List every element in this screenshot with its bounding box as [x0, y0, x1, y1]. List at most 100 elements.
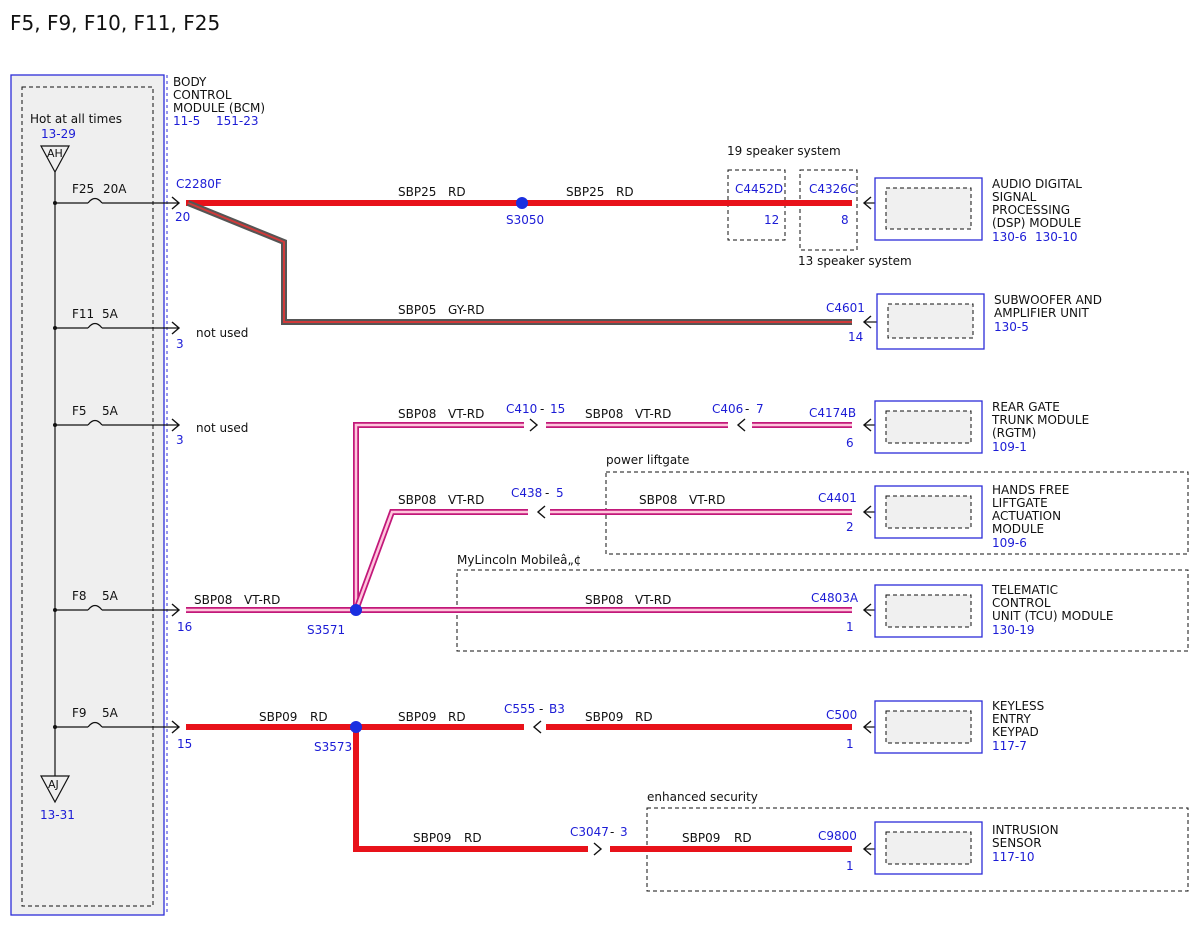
connector-c406-pin: 7: [756, 402, 764, 416]
connector-c500-pin: 1: [846, 737, 854, 751]
wire-sbp08-main-color: VT-RD: [244, 593, 280, 607]
wire-sbp08-hfl-a-color: VT-RD: [448, 493, 484, 507]
module-sub-line1: SUBWOOFER AND: [994, 293, 1102, 307]
c438-arrow-icon: [536, 505, 546, 519]
triangle-ah-label: AH: [47, 147, 63, 160]
connector-c4174b: C4174B: [809, 406, 856, 420]
splice-s3573-dot: [350, 721, 362, 733]
wire-sbp08-hfl-a-stripe: [354, 510, 528, 611]
connector-c406: C406: [712, 402, 743, 416]
page-title: F5, F9, F10, F11, F25: [10, 11, 220, 35]
wire-sbp09-intrusion-a: SBP09: [413, 831, 451, 845]
wire-sbp05-stripe: [187, 202, 852, 323]
module-intrusion-line2: SENSOR: [992, 836, 1042, 850]
fuse-f5-name: F5: [72, 404, 87, 418]
fuse-icon: [87, 419, 103, 426]
connector-c500: C500: [826, 708, 857, 722]
module-dsp-ref2: 130-10: [1035, 230, 1078, 244]
module-dsp-line1: AUDIO DIGITAL: [992, 177, 1082, 191]
connector-c3047-dash: -: [610, 825, 614, 839]
module-tcu-line3: UNIT (TCU) MODULE: [992, 609, 1114, 623]
module-tcu: TELEMATIC CONTROL UNIT (TCU) MODULE 130-…: [862, 583, 1114, 638]
module-dsp-line3: PROCESSING: [992, 203, 1070, 217]
module-keypad-line3: KEYPAD: [992, 725, 1039, 739]
bcm-name-line2: CONTROL: [173, 88, 232, 102]
module-rgtm-line2: TRUNK MODULE: [991, 413, 1089, 427]
module-tcu-line2: CONTROL: [992, 596, 1051, 610]
wire-sbp09-intrusion-b: SBP09: [682, 831, 720, 845]
arrow-icon: [171, 321, 181, 335]
wire-sbp09-keypad-a-color: RD: [448, 710, 466, 724]
wire-sbp08-rgtm-a-stripe: [354, 423, 524, 610]
connector-c4803a: C4803A: [811, 591, 859, 605]
connector-c555-dash: -: [539, 702, 543, 716]
module-dsp-ref1: 130-6: [992, 230, 1027, 244]
fuse-f25-rating: 20A: [103, 182, 127, 196]
not-used-f5: not used: [196, 421, 248, 435]
fuse-icon: [87, 322, 103, 329]
wire-sbp09-intrusion-a-color: RD: [464, 831, 482, 845]
wire-sbp05-color: GY-RD: [448, 303, 485, 317]
wire-sbp25-b-color: RD: [616, 185, 634, 199]
module-rgtm: REAR GATE TRUNK MODULE (RGTM) 109-1: [862, 400, 1089, 454]
connector-c410-pin: 15: [550, 402, 565, 416]
fuse-f11-name: F11: [72, 307, 94, 321]
bcm-name-line3: MODULE (BCM): [173, 101, 265, 115]
hot-ref: 13-29: [41, 127, 76, 141]
wire-sbp08-rgtm-a: [353, 422, 524, 610]
connector-c4803a-pin: 1: [846, 620, 854, 634]
wire-sbp09-keypad-b-color: RD: [635, 710, 653, 724]
wire-sbp09-intrusion-b-color: RD: [734, 831, 752, 845]
option-19-speaker-label: 19 speaker system: [727, 144, 841, 158]
wire-sbp08-rgtm-a-color: VT-RD: [448, 407, 484, 421]
connector-c4452d: C4452D: [735, 182, 783, 196]
module-rgtm-line3: (RGTM): [992, 426, 1036, 440]
wire-sbp25-b: SBP25: [566, 185, 604, 199]
option-enhanced-security-label: enhanced security: [647, 790, 758, 804]
module-hfl: HANDS FREE LIFTGATE ACTUATION MODULE 109…: [862, 483, 1069, 550]
option-power-liftgate-label: power liftgate: [606, 453, 689, 467]
connector-c4174b-pin: 6: [846, 436, 854, 450]
splice-s3573-label: S3573: [314, 740, 352, 754]
wires: [186, 200, 852, 852]
fuse-f25-row: F25 20A: [53, 182, 181, 210]
connector-c9800: C9800: [818, 829, 857, 843]
connector-c555: C555: [504, 702, 535, 716]
splice-s3050-dot: [516, 197, 528, 209]
wire-sbp09-main-color: RD: [310, 710, 328, 724]
fuse-icon: [87, 197, 103, 204]
connector-c438-dash: -: [545, 486, 549, 500]
fuse-f9-row: F9 5A: [53, 706, 181, 734]
bcm-ref1: 11-5: [173, 114, 200, 128]
pin-f9: 15: [177, 737, 192, 751]
option-mylincoln-label: MyLincoln Mobileâ„¢: [457, 553, 581, 567]
connector-c4452d-pin: 12: [764, 213, 779, 227]
module-keypad-ref1: 117-7: [992, 739, 1027, 753]
module-intrusion-ref1: 117-10: [992, 850, 1035, 864]
pin-f25: 20: [175, 210, 190, 224]
module-subwoofer: SUBWOOFER AND AMPLIFIER UNIT 130-5: [862, 293, 1102, 350]
hot-at-all-times-label: Hot at all times: [30, 112, 122, 126]
fuse-f5-row: F5 5A: [53, 404, 181, 432]
connector-c2280f: C2280F: [176, 177, 222, 191]
module-sub-ref1: 130-5: [994, 320, 1029, 334]
connector-c438-pin: 5: [556, 486, 564, 500]
wire-sbp08-hfl-b: SBP08: [639, 493, 677, 507]
wire-sbp25-a: SBP25: [398, 185, 436, 199]
wire-sbp08-rgtm-a: SBP08: [398, 407, 436, 421]
c406-arrow-icon: [736, 418, 746, 432]
connector-c4401: C4401: [818, 491, 857, 505]
connector-c4326c: C4326C: [809, 182, 856, 196]
wire-sbp08-tcu: SBP08: [585, 593, 623, 607]
wire-sbp08-rgtm-b: SBP08: [585, 407, 623, 421]
module-intrusion: INTRUSION SENSOR 117-10: [862, 821, 1059, 875]
connector-c4601: C4601: [826, 301, 865, 315]
wire-sbp25-a-color: RD: [448, 185, 466, 199]
wire-sbp09-keypad-a: SBP09: [398, 710, 436, 724]
module-rgtm-ref1: 109-1: [992, 440, 1027, 454]
connector-c9800-pin: 1: [846, 859, 854, 873]
pin-f8: 16: [177, 620, 192, 634]
wire-sbp09-main: SBP09: [259, 710, 297, 724]
splice-s3571-dot: [350, 604, 362, 616]
bcm-ref2: 151-23: [216, 114, 259, 128]
